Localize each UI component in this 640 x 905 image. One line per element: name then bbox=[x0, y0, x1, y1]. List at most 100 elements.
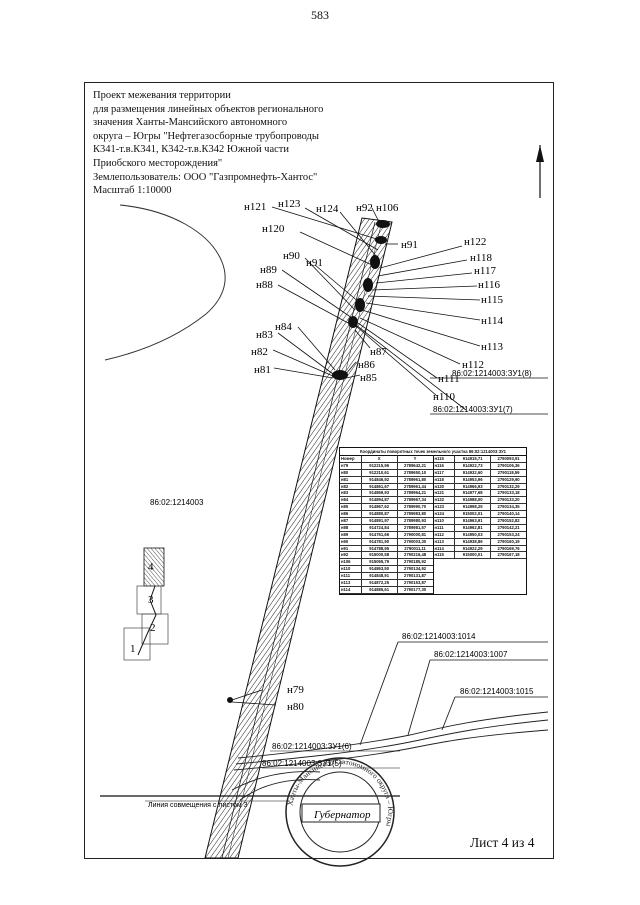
small-number-3: 3 bbox=[148, 594, 154, 606]
table-cell: 2790185,92 bbox=[403, 559, 427, 565]
table-cell: н106 bbox=[340, 559, 362, 566]
small-parcel-hatched bbox=[143, 547, 165, 587]
point-label: н82 bbox=[251, 346, 268, 358]
table-cell: н85 bbox=[340, 504, 362, 511]
table-cell: 2790216,48 bbox=[403, 552, 427, 558]
table-cell: 2789961,44 bbox=[403, 483, 427, 489]
title-line: значения Ханты-Мансийского автономного bbox=[93, 117, 288, 129]
parcel-label-zu5: 86:02:1214003:ЗУ1(5) bbox=[262, 759, 342, 768]
table-title: Координаты поворотных точек земельного у… bbox=[340, 448, 526, 456]
table-cell: 2790003,30 bbox=[403, 538, 427, 544]
table-cell: 914998,25 bbox=[455, 504, 492, 511]
point-label: н113 bbox=[481, 341, 503, 353]
table-cell: 2789650,10 bbox=[403, 469, 427, 475]
table-cell: н110 bbox=[434, 518, 456, 524]
table-cell: 914932,60 bbox=[455, 469, 492, 476]
title-line: округа – Югры "Нефтегазосборные трубопро… bbox=[93, 130, 319, 142]
point-label: н89 bbox=[260, 264, 277, 276]
table-cell: 914922,29 bbox=[455, 545, 492, 552]
table-cell: 914977,68 bbox=[455, 490, 492, 497]
table-cell: н92 bbox=[340, 552, 362, 559]
table-cell: 914938,86 bbox=[455, 538, 492, 545]
parcel-label-1015: 86:02:1214003:1015 bbox=[460, 687, 534, 696]
title-line: К341-т.в.К341, К342-т.в.К342 Южной части bbox=[93, 144, 289, 156]
table-cell: 914922,73 bbox=[455, 462, 492, 469]
table-cell: 914867,62 bbox=[362, 504, 398, 511]
title-block: Проект межевания территории для размещен… bbox=[93, 89, 373, 198]
table-cell: н87 bbox=[340, 518, 362, 524]
point-label: н86 bbox=[358, 359, 375, 371]
table-cell: 2789961,80 bbox=[403, 476, 427, 482]
svg-text:Губернатор: Губернатор bbox=[313, 809, 371, 821]
table-cell: 2790160,19 bbox=[497, 538, 520, 544]
table-cell: 914761,66 bbox=[362, 531, 398, 538]
table-cell: 2790140,14 bbox=[497, 511, 520, 517]
parcel-labels: 86:02:1214003:ЗУ1(8) 86:02:1214003:ЗУ1(7… bbox=[148, 369, 534, 809]
table-cell: 2790129,90 bbox=[497, 476, 520, 482]
table-cell: 2789990,70 bbox=[403, 504, 427, 510]
small-number-4: 4 bbox=[148, 561, 154, 573]
table-cell: 912215,96 bbox=[362, 462, 398, 469]
table-cell: 915000,01 bbox=[455, 552, 492, 559]
table-cell: н113 bbox=[340, 580, 362, 586]
table-cell: 914885,61 bbox=[362, 586, 398, 593]
point-label: н84 bbox=[275, 321, 292, 333]
table-cell: 2790133,20 bbox=[497, 497, 520, 503]
title-line: для размещения линейных объектов региона… bbox=[93, 103, 324, 115]
table-cell: 2790132,29 bbox=[497, 483, 520, 489]
point-labels: н121 н123 н124 н92 н106 н120 н91 н122 н9… bbox=[244, 198, 503, 713]
table-cell: н114 bbox=[340, 586, 362, 593]
table-cell: 914880,87 bbox=[362, 511, 398, 518]
table-cell: 914869,93 bbox=[362, 490, 398, 497]
table-cell: 2790177,30 bbox=[403, 586, 427, 592]
point-label: н122 bbox=[464, 236, 486, 248]
table-cell: 914950,03 bbox=[455, 531, 492, 538]
scale-line: Масштаб 1:10000 bbox=[93, 185, 172, 197]
table-cell: 915065,79 bbox=[362, 559, 398, 566]
small-parcels bbox=[123, 585, 169, 661]
table-cell: 915000,58 bbox=[362, 552, 398, 559]
point-label: н81 bbox=[254, 364, 271, 376]
table-cell: н117 bbox=[434, 469, 456, 476]
combination-line-label: Линия совмещения с листом 3 bbox=[148, 802, 248, 809]
point-label: н110 bbox=[433, 391, 455, 403]
leader-lines bbox=[231, 206, 481, 706]
table-cell: н80 bbox=[340, 469, 362, 476]
table-cell: 914963,91 bbox=[455, 518, 492, 524]
point-label: н92 bbox=[356, 202, 373, 214]
table-cell: 2790133,18 bbox=[497, 490, 520, 496]
table-cell: н122 bbox=[434, 497, 456, 504]
parcel-label-1007: 86:02:1214003:1007 bbox=[434, 650, 508, 659]
table-cell: 914788,95 bbox=[362, 545, 398, 552]
small-number-2: 2 bbox=[150, 622, 156, 634]
table-cell: 2789967,34 bbox=[403, 497, 427, 503]
table-cell: 2790152,82 bbox=[497, 518, 520, 524]
table-cell: 2789980,93 bbox=[403, 518, 427, 524]
table-cell: н110 bbox=[340, 566, 362, 573]
table-cell: н115 bbox=[434, 552, 456, 559]
parcel-label-zu8: 86:02:1214003:ЗУ1(8) bbox=[452, 369, 532, 378]
title-line: Приобского месторождения" bbox=[93, 157, 223, 169]
point-label: н88 bbox=[256, 279, 273, 291]
table-cell: 2789981,57 bbox=[403, 524, 427, 530]
point-label: н120 bbox=[262, 223, 285, 235]
table-cell: 2790153,24 bbox=[497, 531, 520, 537]
